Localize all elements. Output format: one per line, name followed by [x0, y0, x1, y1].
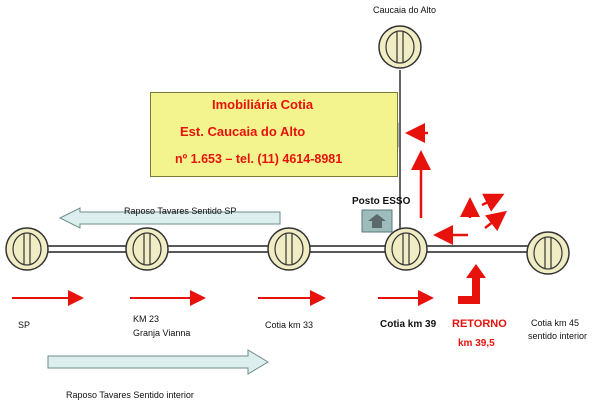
- retorno-arrow-diag-right: [481, 193, 505, 212]
- sign-km33: [267, 227, 311, 271]
- posto-label: Posto ESSO: [352, 196, 411, 207]
- retorno-uturn-arrow: [458, 264, 486, 304]
- sign-phone: nº 1.653 – tel. (11) 4614-8981: [175, 152, 343, 166]
- road-arrow-sp: [58, 207, 281, 229]
- posto-house-icon: [361, 209, 393, 233]
- sign-km23: [125, 227, 169, 271]
- sign-km39: [384, 227, 428, 271]
- road-label-sp: Raposo Tavares Sentido SP: [124, 206, 237, 216]
- sign-title: Imobiliária Cotia: [212, 97, 314, 112]
- retorno-arrow-diag-up: [484, 210, 507, 232]
- place-sp: SP: [18, 320, 31, 330]
- road-label-interior: Raposo Tavares Sentido interior: [66, 390, 194, 400]
- place-km23: KM 23: [133, 314, 160, 324]
- place-km45: Cotia km 45: [531, 318, 580, 328]
- place-km33: Cotia km 33: [265, 320, 314, 330]
- sign-sp: [5, 227, 49, 271]
- place-granja: Granja Vianna: [133, 328, 191, 338]
- sign-address: Est. Caucaia do Alto: [180, 124, 306, 139]
- sign-caucaia: [378, 25, 422, 69]
- caucaia-label: Caucaia do Alto: [373, 5, 437, 15]
- road-arrow-interior: [47, 349, 269, 375]
- imobiliaria-sign: [150, 92, 398, 177]
- retorno-km-label: km 39,5: [458, 338, 495, 349]
- place-km45-dir: sentido interior: [528, 331, 588, 341]
- place-km39: Cotia km 39: [380, 319, 437, 330]
- sign-km45: [526, 231, 570, 275]
- retorno-label: RETORNO: [452, 318, 507, 330]
